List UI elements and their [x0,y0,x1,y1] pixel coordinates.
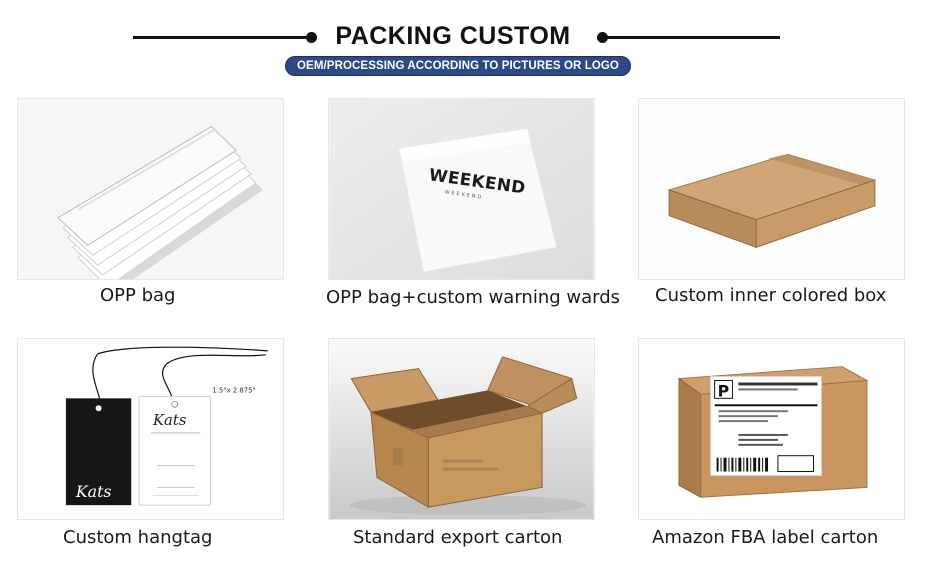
caption-hangtag: Custom hangtag [63,527,213,548]
caption-fba-carton: Amazon FBA label carton [652,527,879,548]
header-divider-right [600,36,780,39]
fba-label-carton-photo: P [638,338,905,520]
printed-opp-bag-photo: WEEKEND WEEKEND [328,98,595,280]
bag-print-subtext: WEEKEND [444,189,483,200]
opp-bag-stack-photo [17,98,284,280]
caption-export-carton: Standard export carton [353,527,563,548]
header-divider-left [133,36,313,39]
caption-inner-box: Custom inner colored box [655,285,887,306]
subtitle-badge: OEM/PROCESSING ACCORDING TO PICTURES OR … [285,56,631,76]
tag-brand-light: Kats [152,412,187,429]
label-letter: P [718,381,730,400]
caption-opp-bag: OPP bag [100,285,176,306]
header-dot-left [306,32,317,43]
tag-size: 1.5"x 2.875" [212,386,255,394]
caption-printed-opp-bag: OPP bag+custom warning wards [326,287,621,308]
page-title: PACKING CUSTOM [335,22,571,50]
open-carton-photo [328,338,595,520]
hangtag-photo: Kats Kats 1.5"x 2.875" [17,338,284,520]
mailer-box-photo [638,98,905,280]
tag-brand-dark: Kats [75,482,112,501]
